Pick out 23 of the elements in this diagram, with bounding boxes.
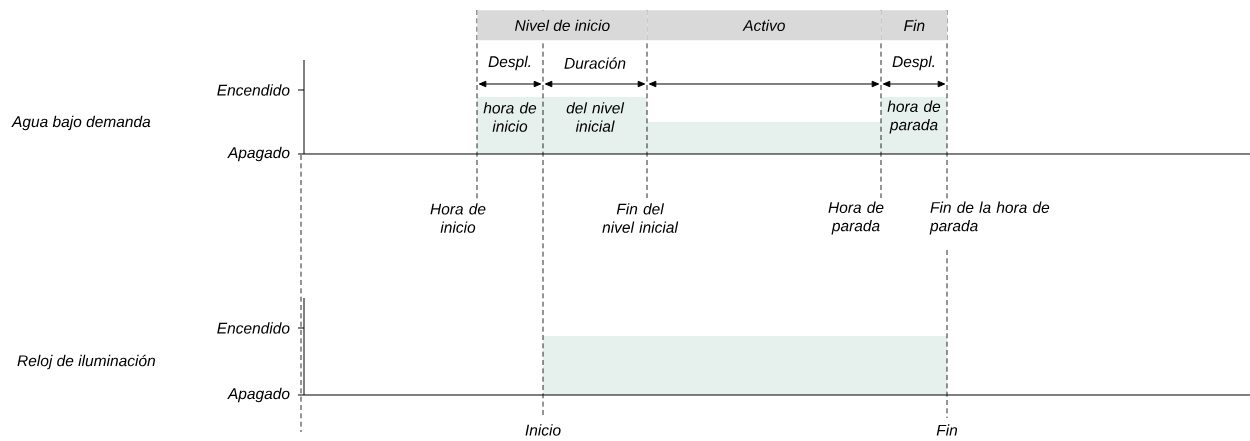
time-label: Hora de inicio — [430, 203, 486, 233]
time-label: Fin de la hora de parada — [929, 201, 1050, 235]
level-label: Encendido — [217, 84, 290, 96]
node-label: Activo — [742, 19, 785, 32]
time-label: Fin — [936, 424, 958, 436]
dimension-label: Duración — [564, 57, 626, 69]
time-label: Inicio — [525, 424, 561, 436]
phase-band: Fin — [881, 10, 948, 41]
signal-name: Reloj de iluminación — [17, 354, 155, 370]
node-label: Nivel de inicio — [515, 19, 610, 32]
dimension-label: hora de inicio — [483, 102, 537, 132]
dimension-label: Despl. — [488, 55, 531, 71]
level-label: Apagado — [227, 387, 290, 403]
node-label: Fin — [904, 19, 925, 31]
dimension-label: hora de parada — [887, 100, 941, 134]
signal-name: Agua bajo demanda — [11, 115, 151, 131]
phase-band: Nivel de inicio — [477, 10, 648, 41]
level-label: Encendido — [217, 322, 290, 334]
dimension-label: del nivel inicial — [566, 102, 625, 132]
time-label: Fin del nivel inicial — [602, 203, 679, 233]
time-label: Hora de parada — [828, 201, 884, 235]
level-label: Apagado — [227, 146, 290, 162]
dimension-label: Despl. — [892, 55, 935, 71]
